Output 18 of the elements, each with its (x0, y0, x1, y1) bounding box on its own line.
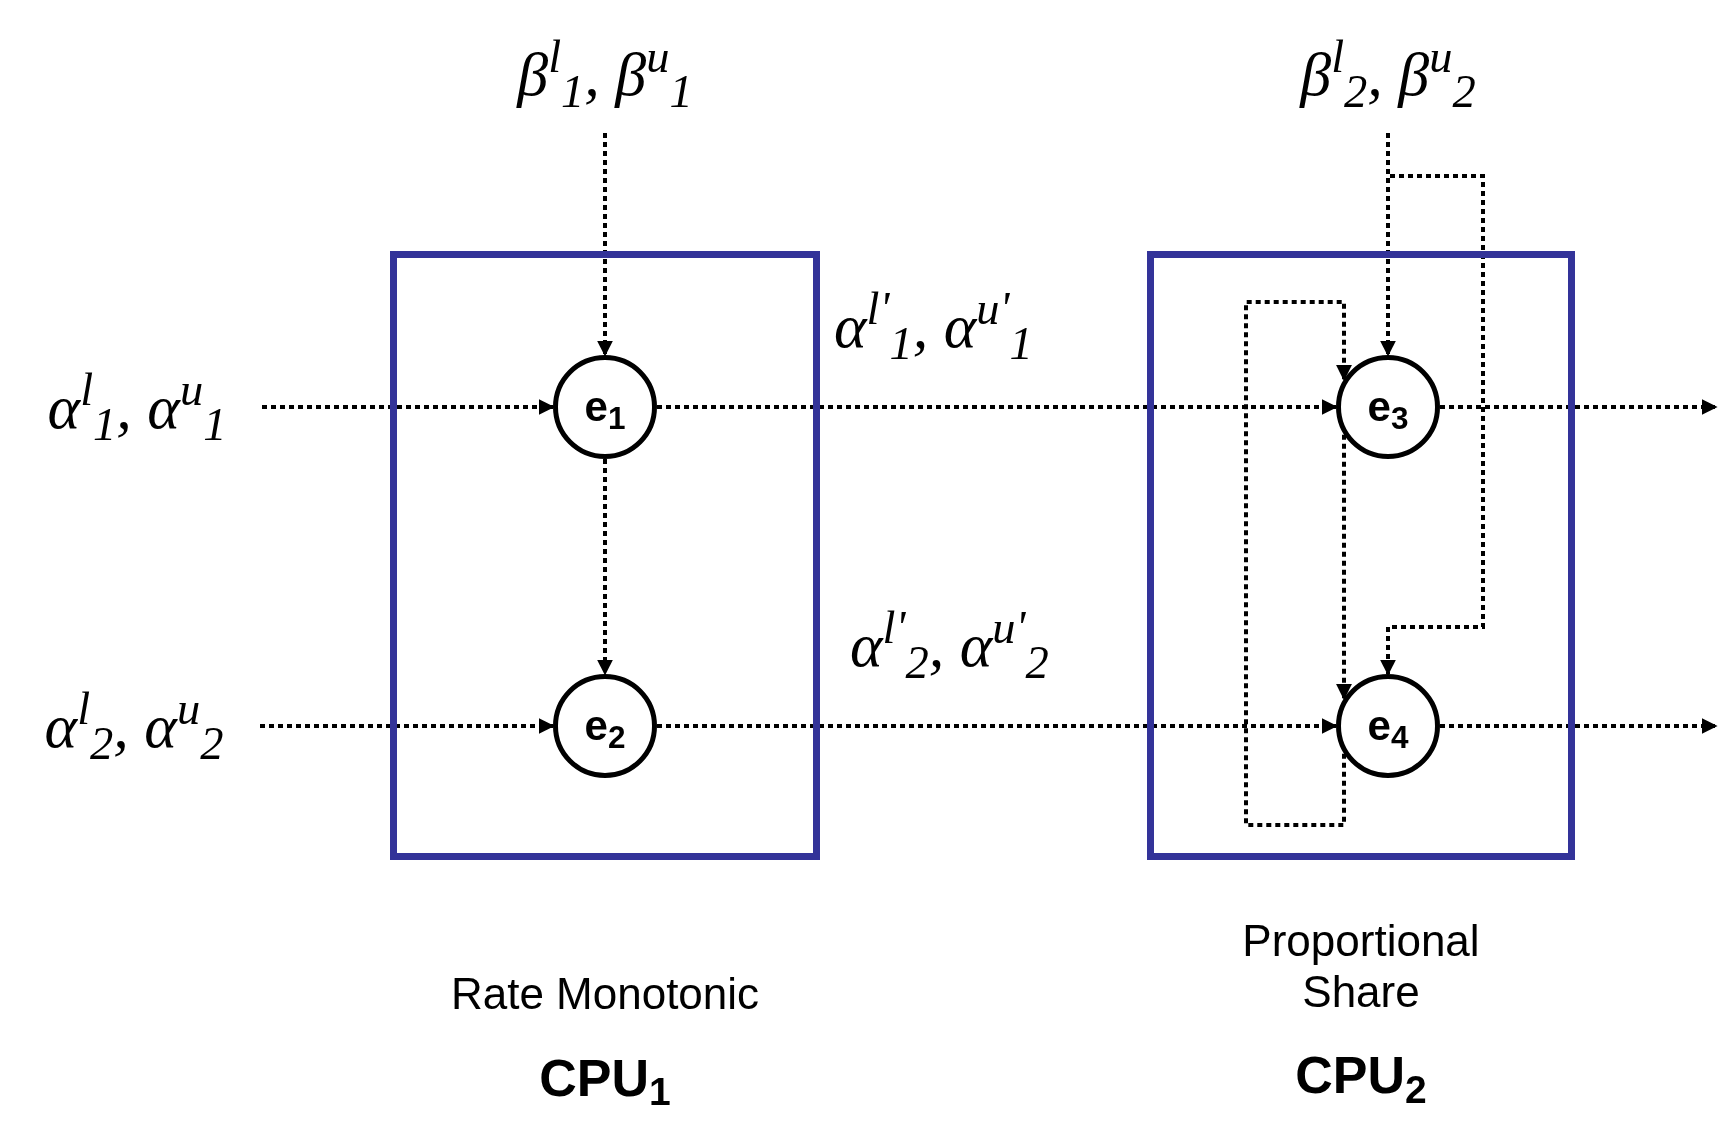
event-label: e$_{2}$ (584, 705, 626, 747)
arrow (1440, 718, 1718, 734)
arrow (262, 399, 555, 415)
scheduler-caption: Proportional Share (1241, 916, 1481, 1018)
event-label: e$_{3}$ (1367, 386, 1409, 428)
arrow (1440, 399, 1718, 415)
arrow (1380, 133, 1485, 676)
arrow (597, 133, 613, 357)
scheduler-caption: Rate Monotonic (450, 969, 760, 1020)
cpu-label: CPU$_{1}$ (539, 1051, 671, 1104)
arrow (1244, 300, 1352, 827)
cpu-label: CPU$_{2}$ (1295, 1049, 1427, 1102)
arrow (260, 718, 555, 734)
arrow (657, 718, 1338, 734)
event-label: e$_{4}$ (1367, 705, 1409, 747)
arrow (657, 399, 1338, 415)
event-label: e$_{1}$ (584, 386, 626, 428)
arrow (597, 459, 613, 676)
